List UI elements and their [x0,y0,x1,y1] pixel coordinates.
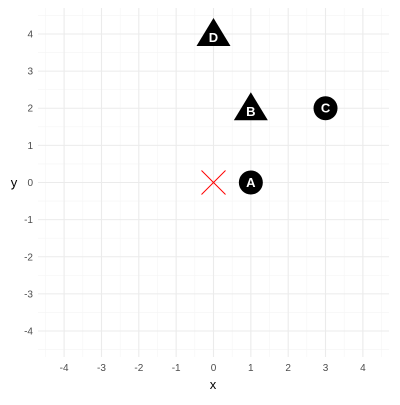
x-tick-label: -2 [134,363,143,374]
x-tick-label: 3 [323,363,329,374]
point-b: B [233,92,268,121]
point-a: A [238,170,263,195]
x-tick-label: 1 [248,363,254,374]
point-marker-triangle [196,17,231,46]
y-tick-label: 1 [27,141,33,152]
y-tick-label: -2 [24,252,33,263]
x-tick-labels: -4 -3 -2 -1 0 1 2 3 4 [60,363,366,374]
y-tick-label: -1 [24,215,33,226]
point-d: D [196,17,231,46]
data-markers: A B C D [196,17,338,195]
x-tick-label: 0 [211,363,217,374]
y-tick-label: 2 [27,104,33,115]
x-tick-label: -4 [60,363,69,374]
origin-cross-marker [201,170,226,195]
y-tick-label: 3 [27,67,33,78]
point-label: B [246,104,255,119]
y-tick-label: 0 [27,178,33,189]
x-tick-label: -3 [97,363,106,374]
point-marker-circle [238,170,263,195]
y-tick-label: -3 [24,289,33,300]
point-marker-circle [313,96,338,121]
x-tick-label: 2 [285,363,291,374]
x-tick-label: 4 [360,363,366,374]
point-label: C [321,101,331,116]
x-axis-title: x [210,377,217,392]
y-tick-label: 4 [27,29,33,40]
y-tick-label: -4 [24,327,33,338]
y-tick-labels: -4 -3 -2 -1 0 1 2 3 4 [24,29,33,337]
cross-stroke [201,170,226,195]
x-tick-label: -1 [172,363,181,374]
point-c: C [313,96,338,121]
y-axis-title: y [11,175,18,190]
point-label: D [209,30,218,45]
point-label: A [246,175,256,190]
point-marker-triangle [233,92,268,121]
